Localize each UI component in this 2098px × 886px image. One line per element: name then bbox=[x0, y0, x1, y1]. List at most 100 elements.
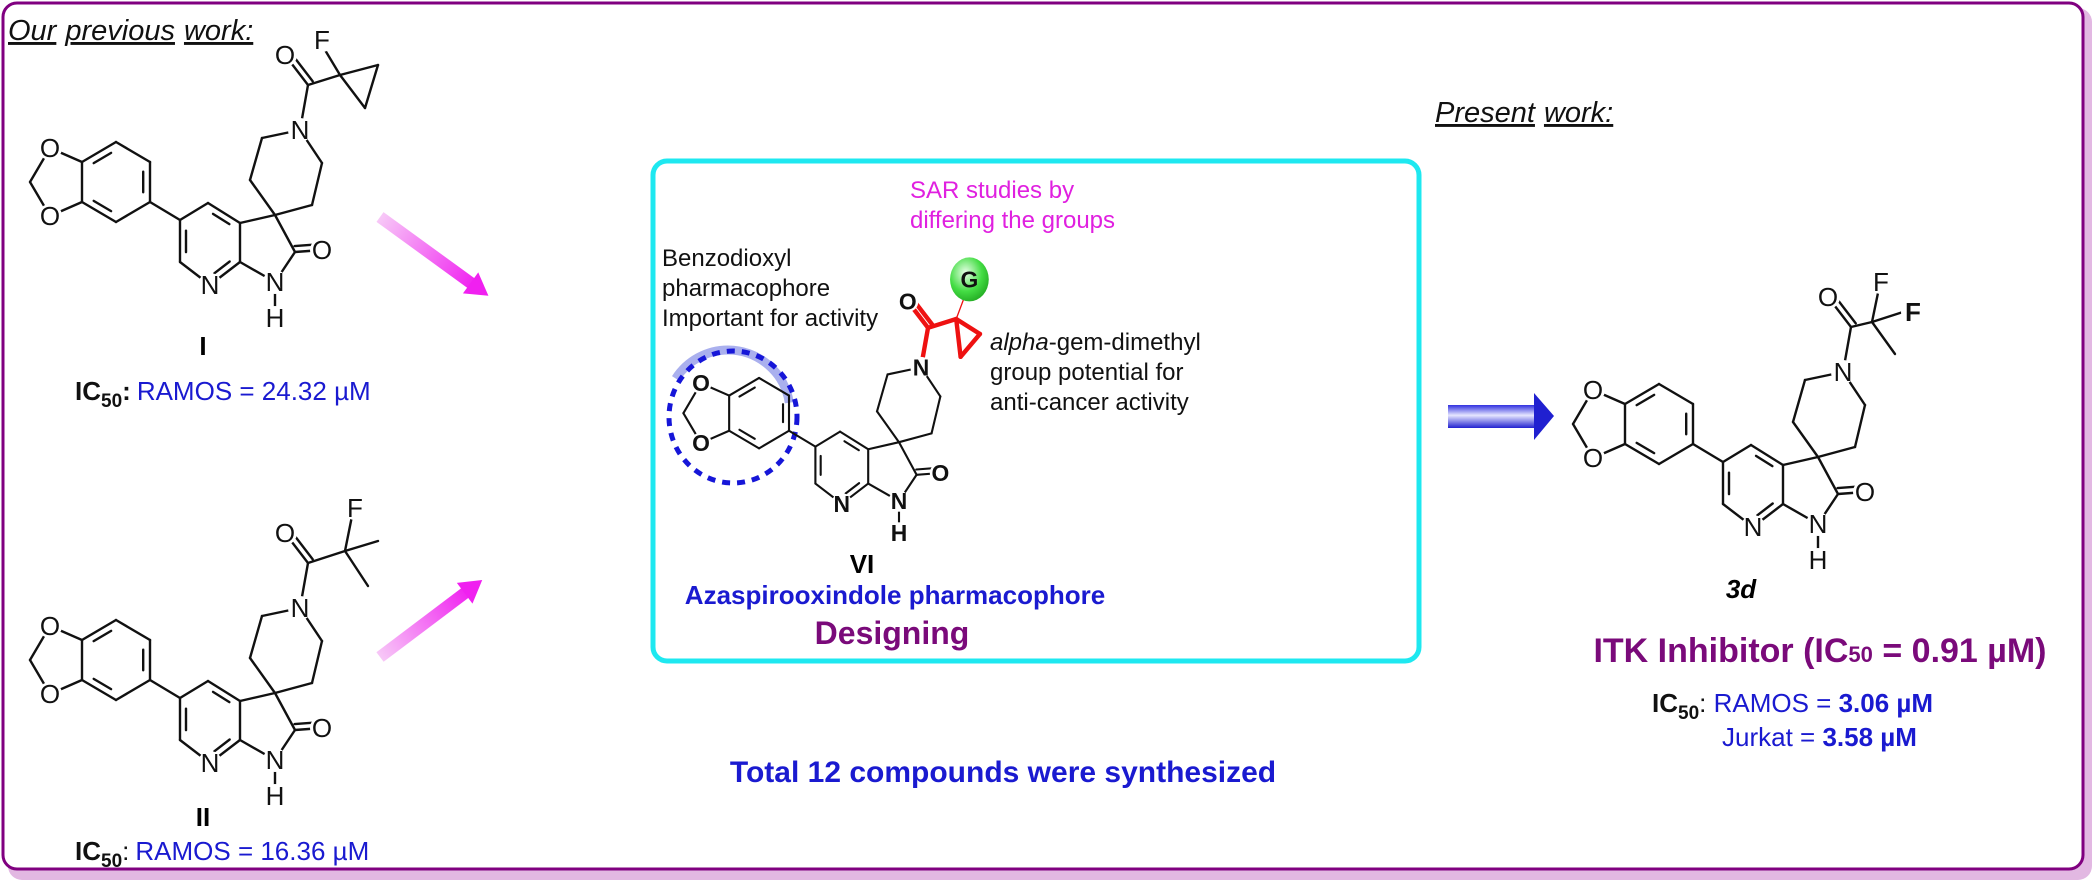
bond bbox=[1635, 441, 1656, 455]
bond bbox=[1791, 378, 1807, 424]
bond bbox=[343, 539, 380, 553]
bond bbox=[897, 441, 918, 476]
compound-label-VI: VI bbox=[850, 549, 875, 579]
bond bbox=[1870, 286, 1881, 324]
ic50-value: RAMOS = 16.36 µM bbox=[135, 836, 369, 866]
atom-label-O: O bbox=[312, 713, 332, 743]
atom-mask bbox=[1901, 300, 1925, 324]
bond bbox=[273, 691, 297, 732]
bond bbox=[338, 63, 380, 77]
atom-mask bbox=[310, 238, 334, 262]
bond bbox=[1721, 443, 1753, 464]
atom-mask bbox=[690, 372, 712, 394]
bond bbox=[1756, 502, 1774, 517]
bond bbox=[148, 678, 182, 700]
pink-arrow-up bbox=[376, 579, 483, 662]
atom-mask bbox=[198, 751, 222, 775]
atom-mask bbox=[288, 596, 312, 620]
bond bbox=[206, 679, 242, 703]
bond bbox=[248, 136, 264, 182]
bond bbox=[1657, 442, 1695, 466]
bond bbox=[1623, 382, 1661, 406]
atom-label-F: F bbox=[1873, 267, 1889, 297]
atom-mask bbox=[1806, 548, 1830, 572]
atom-mask bbox=[310, 716, 334, 740]
header-word: work: bbox=[1544, 97, 1613, 129]
bond bbox=[1635, 393, 1656, 407]
benzodioxyl-highlight-ellipse bbox=[666, 348, 800, 486]
bond bbox=[213, 738, 231, 753]
atom-mask bbox=[690, 432, 712, 454]
blue-arrow-right bbox=[1448, 393, 1554, 440]
atom-label-H: H bbox=[266, 303, 285, 333]
atom-mask bbox=[273, 43, 297, 67]
compound-label-3d: 3d bbox=[1726, 574, 1757, 604]
atom-label-O: O bbox=[312, 235, 332, 265]
atom-mask bbox=[897, 290, 919, 312]
bond bbox=[1657, 382, 1695, 406]
atom-mask bbox=[263, 748, 287, 772]
atom-label-F: F bbox=[1905, 297, 1921, 327]
atom-mask bbox=[198, 273, 222, 297]
atom-mask bbox=[888, 490, 910, 512]
bond bbox=[178, 201, 210, 222]
bond bbox=[363, 63, 380, 110]
bond bbox=[211, 690, 231, 704]
bond bbox=[930, 395, 942, 435]
ic50-sub: 50 bbox=[101, 851, 122, 872]
compound-label-I: I bbox=[199, 331, 206, 361]
ic50-prefix: IC bbox=[75, 376, 101, 406]
ic50-3d-ramos: IC50: RAMOS = 3.06 µM bbox=[1652, 688, 1933, 724]
benzodioxyl-note-line: Important for activity bbox=[662, 305, 878, 332]
ic50-sub: 50 bbox=[101, 391, 122, 412]
benzodioxyl-note-line: Benzodioxyl bbox=[662, 245, 791, 272]
sar-note-line: SAR studies by bbox=[910, 177, 1074, 204]
ic50-II: IC50:RAMOS = 16.36 µM bbox=[75, 836, 369, 872]
atom-mask bbox=[343, 496, 367, 520]
ramos-value: 3.06 µM bbox=[1839, 688, 1933, 718]
benzodioxyl-note-line: pharmacophore bbox=[662, 275, 830, 302]
bond bbox=[80, 140, 118, 164]
atom-mask bbox=[273, 521, 297, 545]
arrow-head bbox=[1534, 393, 1554, 440]
bond bbox=[273, 213, 297, 254]
atom-label-F: F bbox=[347, 493, 363, 523]
bond bbox=[787, 429, 817, 448]
bond bbox=[875, 373, 889, 413]
atom-label-O: O bbox=[1583, 375, 1603, 405]
bond bbox=[1754, 454, 1774, 468]
atom-mask bbox=[38, 136, 62, 160]
bond bbox=[758, 376, 791, 397]
bond bbox=[738, 386, 756, 398]
atom-label-O: O bbox=[275, 40, 295, 70]
itk-post: = 0.91 µM) bbox=[1873, 632, 2047, 670]
atom-label-N: N bbox=[291, 593, 310, 623]
bond bbox=[1816, 455, 1840, 496]
bond bbox=[953, 316, 963, 360]
bond bbox=[80, 678, 118, 702]
atom-mask bbox=[1816, 285, 1840, 309]
header-word: work: bbox=[184, 15, 253, 47]
alpha-italic: alpha bbox=[990, 329, 1049, 356]
bond bbox=[80, 618, 118, 642]
bond bbox=[953, 316, 983, 337]
bond bbox=[897, 432, 933, 444]
bond bbox=[1623, 442, 1661, 466]
atom-mask bbox=[38, 204, 62, 228]
atom-mask bbox=[38, 614, 62, 638]
atom-mask bbox=[1741, 515, 1765, 539]
bond bbox=[273, 203, 314, 217]
bond bbox=[248, 656, 277, 695]
arrow-head bbox=[456, 579, 483, 604]
bond bbox=[1853, 403, 1867, 449]
sar-note-line: differing the groups bbox=[910, 207, 1115, 234]
atom-label-O: O bbox=[931, 460, 949, 486]
bond bbox=[310, 161, 324, 207]
bond bbox=[211, 212, 231, 226]
bond bbox=[273, 681, 314, 695]
atom-mask bbox=[1806, 512, 1830, 536]
header-word: Our bbox=[8, 15, 58, 47]
